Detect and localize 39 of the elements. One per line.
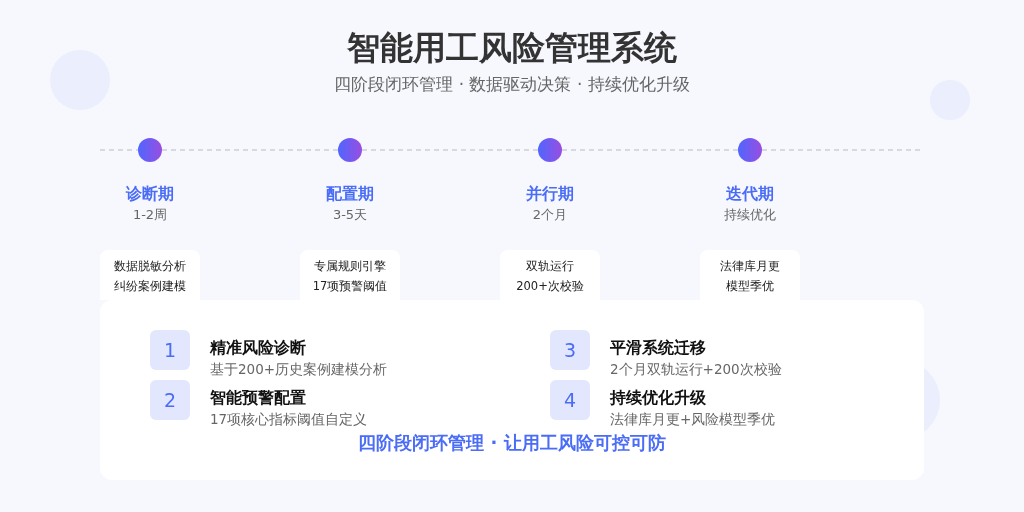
task-text: 模型季优 — [725, 278, 775, 295]
subtitle: 四阶段闭环管理 · 数据驱动决策 · 持续优化升级 — [333, 73, 691, 96]
phase-duration: 持续优化 — [723, 206, 777, 224]
phase-name: 迭代期 — [725, 184, 775, 205]
task-text: 法律库月更 — [719, 258, 781, 275]
timeline-line — [561, 149, 739, 151]
step-heading: 持续优化升级 — [610, 388, 706, 409]
summary-panel — [100, 300, 924, 480]
timeline-line — [361, 149, 539, 151]
phase-name: 配置期 — [325, 184, 375, 205]
task-text: 200+次校验 — [515, 278, 585, 295]
phase-duration: 1-2周 — [131, 206, 169, 224]
task-text: 纠纷案例建模 — [113, 278, 187, 295]
number-badge: 3 — [550, 330, 590, 370]
phase-duration: 2个月 — [531, 206, 569, 224]
timeline-dot — [138, 138, 162, 162]
number-badge: 1 — [150, 330, 190, 370]
number-badge: 4 — [550, 380, 590, 420]
task-text: 双轨运行 — [525, 258, 575, 275]
phase-name: 诊断期 — [124, 184, 175, 205]
timeline-dot — [738, 138, 762, 162]
step-heading: 平滑系统迁移 — [610, 338, 706, 359]
number-badge: 2 — [150, 380, 190, 420]
step-description: 2个月双轨运行+200次校验 — [610, 361, 782, 379]
timeline-line — [161, 149, 339, 151]
task-text: 数据脱敏分析 — [113, 258, 187, 275]
task-text: 17项预警阈值 — [311, 278, 389, 295]
step-heading: 智能预警配置 — [210, 388, 306, 409]
timeline-dot — [538, 138, 562, 162]
step-description: 17项核心指标阈值自定义 — [210, 411, 368, 429]
slogan-text: 四阶段闭环管理 · 让用工风险可控可防 — [357, 431, 667, 455]
step-heading: 精准风险诊断 — [210, 338, 306, 359]
step-description: 法律库月更+风险模型季优 — [610, 411, 776, 429]
task-text: 专属规则引擎 — [313, 258, 387, 275]
phase-duration: 3-5天 — [331, 206, 369, 224]
step-description: 基于200+历史案例建模分析 — [210, 361, 388, 379]
timeline-dot — [338, 138, 362, 162]
title: 智能用工风险管理系统 — [346, 27, 678, 69]
phase-name: 并行期 — [525, 184, 575, 205]
